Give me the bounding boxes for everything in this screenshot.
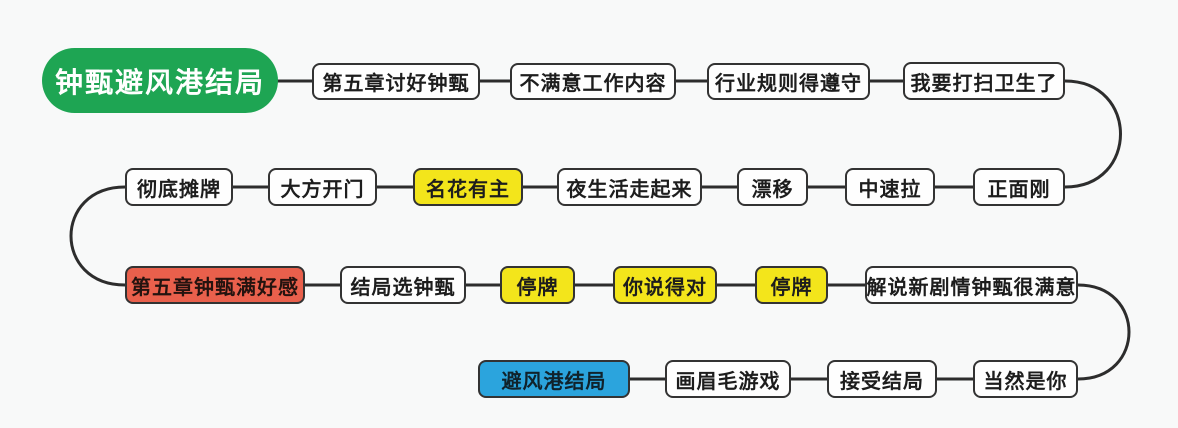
flow-node-6: 中速拉 <box>845 168 935 206</box>
flow-node-7: 漂移 <box>737 168 808 206</box>
flow-node-20: 画眉毛游戏 <box>665 360 791 398</box>
flow-node-9: 名花有主 <box>413 168 523 206</box>
flow-node-4: 我要打扫卫生了 <box>903 62 1065 100</box>
flow-node-start: 钟甄避风港结局 <box>42 48 278 113</box>
flow-node-16: 停牌 <box>755 266 828 304</box>
flow-node-11: 彻底摊牌 <box>125 168 233 206</box>
flow-node-14: 停牌 <box>500 266 575 304</box>
flow-node-18: 当然是你 <box>973 360 1078 398</box>
flow-node-19: 接受结局 <box>827 360 937 398</box>
flow-node-1: 第五章讨好钟甄 <box>312 63 480 100</box>
flow-node-15: 你说得对 <box>613 266 717 304</box>
flow-node-3: 行业规则得遵守 <box>707 63 870 100</box>
flow-node-chapter5: 第五章钟甄满好感 <box>125 266 305 304</box>
flow-node-17: 解说新剧情钟甄很满意 <box>865 266 1078 304</box>
flow-node-5: 正面刚 <box>973 168 1065 206</box>
flow-node-8: 夜生活走起来 <box>557 168 702 206</box>
flow-node-ending: 避风港结局 <box>478 360 630 398</box>
flow-node-10: 大方开门 <box>268 168 377 206</box>
flow-node-13: 结局选钟甄 <box>340 266 466 304</box>
flow-node-2: 不满意工作内容 <box>510 63 676 100</box>
